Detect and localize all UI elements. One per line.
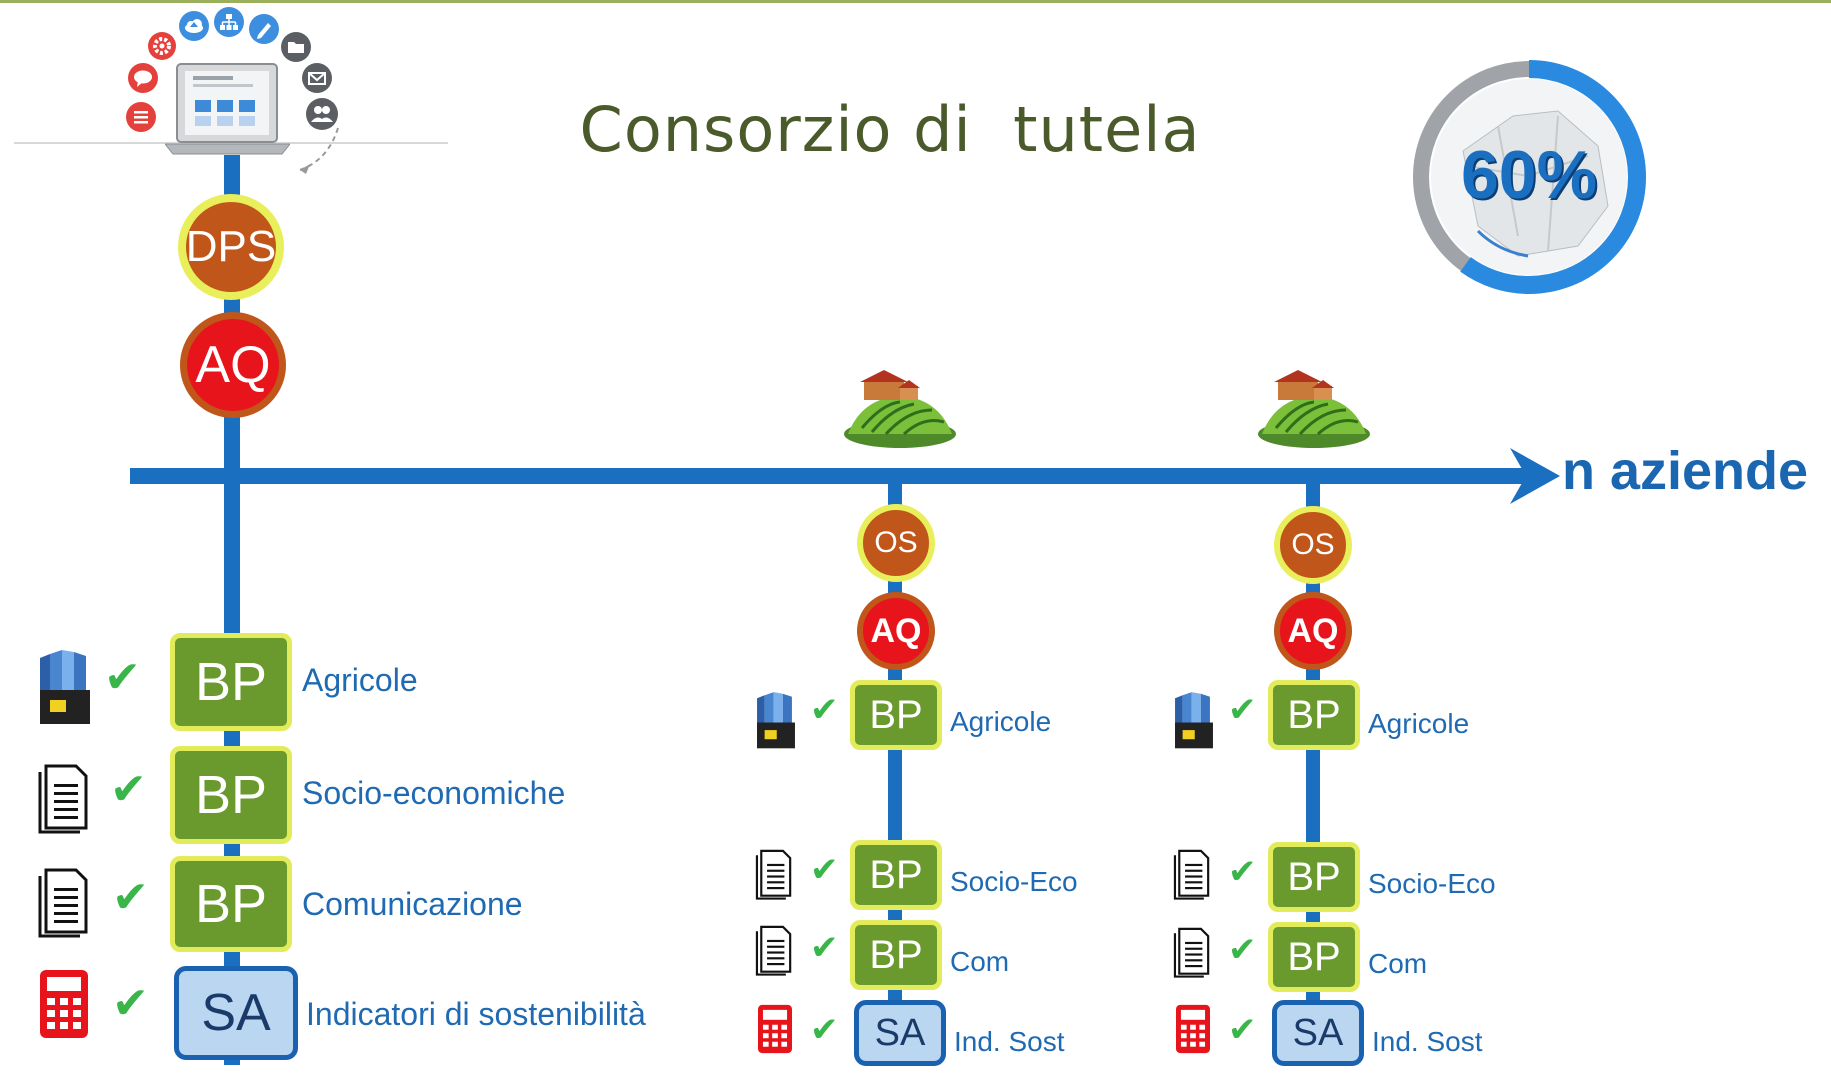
checkmark-icon: ✔	[112, 872, 149, 923]
bp-label: BP	[194, 652, 268, 712]
sitemap-icon	[213, 6, 245, 38]
axis-arrowhead	[1510, 448, 1560, 504]
checkmark-icon: ✔	[1228, 930, 1257, 970]
top-rule	[0, 0, 1831, 3]
label-agricole: Agricole	[1368, 708, 1470, 739]
label-agricole: Agricole	[302, 662, 418, 698]
checkmark-icon: ✔	[810, 850, 839, 890]
checkmark-icon: ✔	[110, 764, 147, 815]
pencil-icon	[248, 13, 280, 45]
bp-com-box: BP	[850, 920, 942, 990]
label-agricole: Agricole	[950, 706, 1052, 737]
bp-socio-economiche-box: BP	[170, 746, 292, 844]
binders-icon	[1172, 692, 1216, 750]
sa-indicatori-box: SA	[174, 966, 298, 1060]
calculator-icon	[758, 1004, 792, 1054]
bp-agricole-box: BP	[1268, 680, 1360, 750]
aq-circle: AQ	[1274, 592, 1352, 670]
bp-label: BP	[869, 932, 923, 977]
os-label: OS	[1291, 528, 1335, 561]
aq-label: AQ	[195, 336, 271, 394]
cloud-upload-icon	[178, 10, 210, 42]
aq-label: AQ	[1287, 611, 1339, 650]
horizontal-axis	[130, 468, 1530, 484]
bp-label: BP	[194, 874, 268, 934]
bp-comunicazione-box: BP	[170, 856, 292, 952]
document-icon	[36, 762, 94, 834]
document-icon	[1172, 848, 1214, 900]
checkmark-icon: ✔	[1228, 1010, 1257, 1050]
page-title: Consorzio di tutela	[579, 93, 1201, 166]
bp-socio-eco-box: BP	[850, 840, 942, 910]
vineyard-farm-icon	[1256, 368, 1372, 450]
checkmark-icon: ✔	[1228, 690, 1257, 730]
label-socio-eco: Socio-Eco	[950, 866, 1078, 897]
sa-ind-sost-box: SA	[854, 1000, 946, 1066]
document-icon	[1172, 926, 1214, 978]
folder-open-icon	[280, 31, 312, 63]
dps-label: DPS	[185, 222, 277, 271]
sa-label: SA	[874, 1011, 926, 1054]
envelope-icon	[301, 62, 333, 94]
bp-agricole-box: BP	[170, 633, 292, 731]
bp-com-box: BP	[1268, 922, 1360, 992]
document-icon	[754, 848, 796, 900]
os-label: OS	[874, 526, 918, 559]
bp-socio-eco-box: BP	[1268, 842, 1360, 912]
label-comunicazione: Comunicazione	[302, 886, 523, 922]
gear-icon	[147, 31, 177, 61]
sa-label: SA	[1292, 1011, 1344, 1054]
sa-ind-sost-box: SA	[1272, 1000, 1364, 1066]
label-socio-eco: Socio-Eco	[1368, 868, 1496, 899]
laptop-icon	[163, 60, 292, 160]
percent-ring: 60%	[1408, 56, 1650, 298]
aq-circle: AQ	[857, 592, 935, 670]
label-socio-economiche: Socio-economiche	[302, 775, 566, 811]
aq-circle: AQ	[180, 312, 286, 418]
bp-agricole-box: BP	[850, 680, 942, 750]
users-icon	[305, 97, 339, 131]
binders-icon	[754, 692, 798, 750]
checkmark-icon: ✔	[810, 928, 839, 968]
binders-icon	[36, 650, 94, 726]
checkmark-icon: ✔	[810, 690, 839, 730]
bp-label: BP	[1287, 692, 1341, 737]
list-icon	[125, 101, 157, 133]
vineyard-farm-icon	[842, 368, 958, 450]
sa-label: SA	[201, 984, 271, 1042]
checkmark-icon: ✔	[1228, 852, 1257, 892]
percent-value: 60%	[1460, 137, 1598, 213]
checkmark-icon: ✔	[112, 978, 149, 1029]
calculator-icon	[40, 970, 88, 1038]
checkmark-icon: ✔	[104, 652, 141, 703]
document-icon	[36, 866, 94, 938]
label-com: Com	[1368, 948, 1428, 979]
label-indicatori-di-sostenibilita: Indicatori di sostenibilità	[306, 996, 646, 1032]
bp-label: BP	[194, 765, 268, 825]
os-circle: OS	[1274, 506, 1352, 584]
os-circle: OS	[857, 504, 935, 582]
dps-circle: DPS	[178, 194, 284, 300]
axis-label: n aziende	[1562, 441, 1809, 501]
document-icon	[754, 924, 796, 976]
aq-label: AQ	[870, 611, 922, 650]
bp-label: BP	[1287, 934, 1341, 979]
label-com: Com	[950, 946, 1010, 977]
bp-label: BP	[869, 692, 923, 737]
label-ind-sost: Ind. Sost	[954, 1026, 1065, 1057]
calculator-icon	[1176, 1004, 1210, 1054]
bp-label: BP	[1287, 854, 1341, 899]
bp-label: BP	[869, 852, 923, 897]
chat-icon	[127, 62, 159, 94]
label-ind-sost: Ind. Sost	[1372, 1026, 1483, 1057]
checkmark-icon: ✔	[810, 1010, 839, 1050]
